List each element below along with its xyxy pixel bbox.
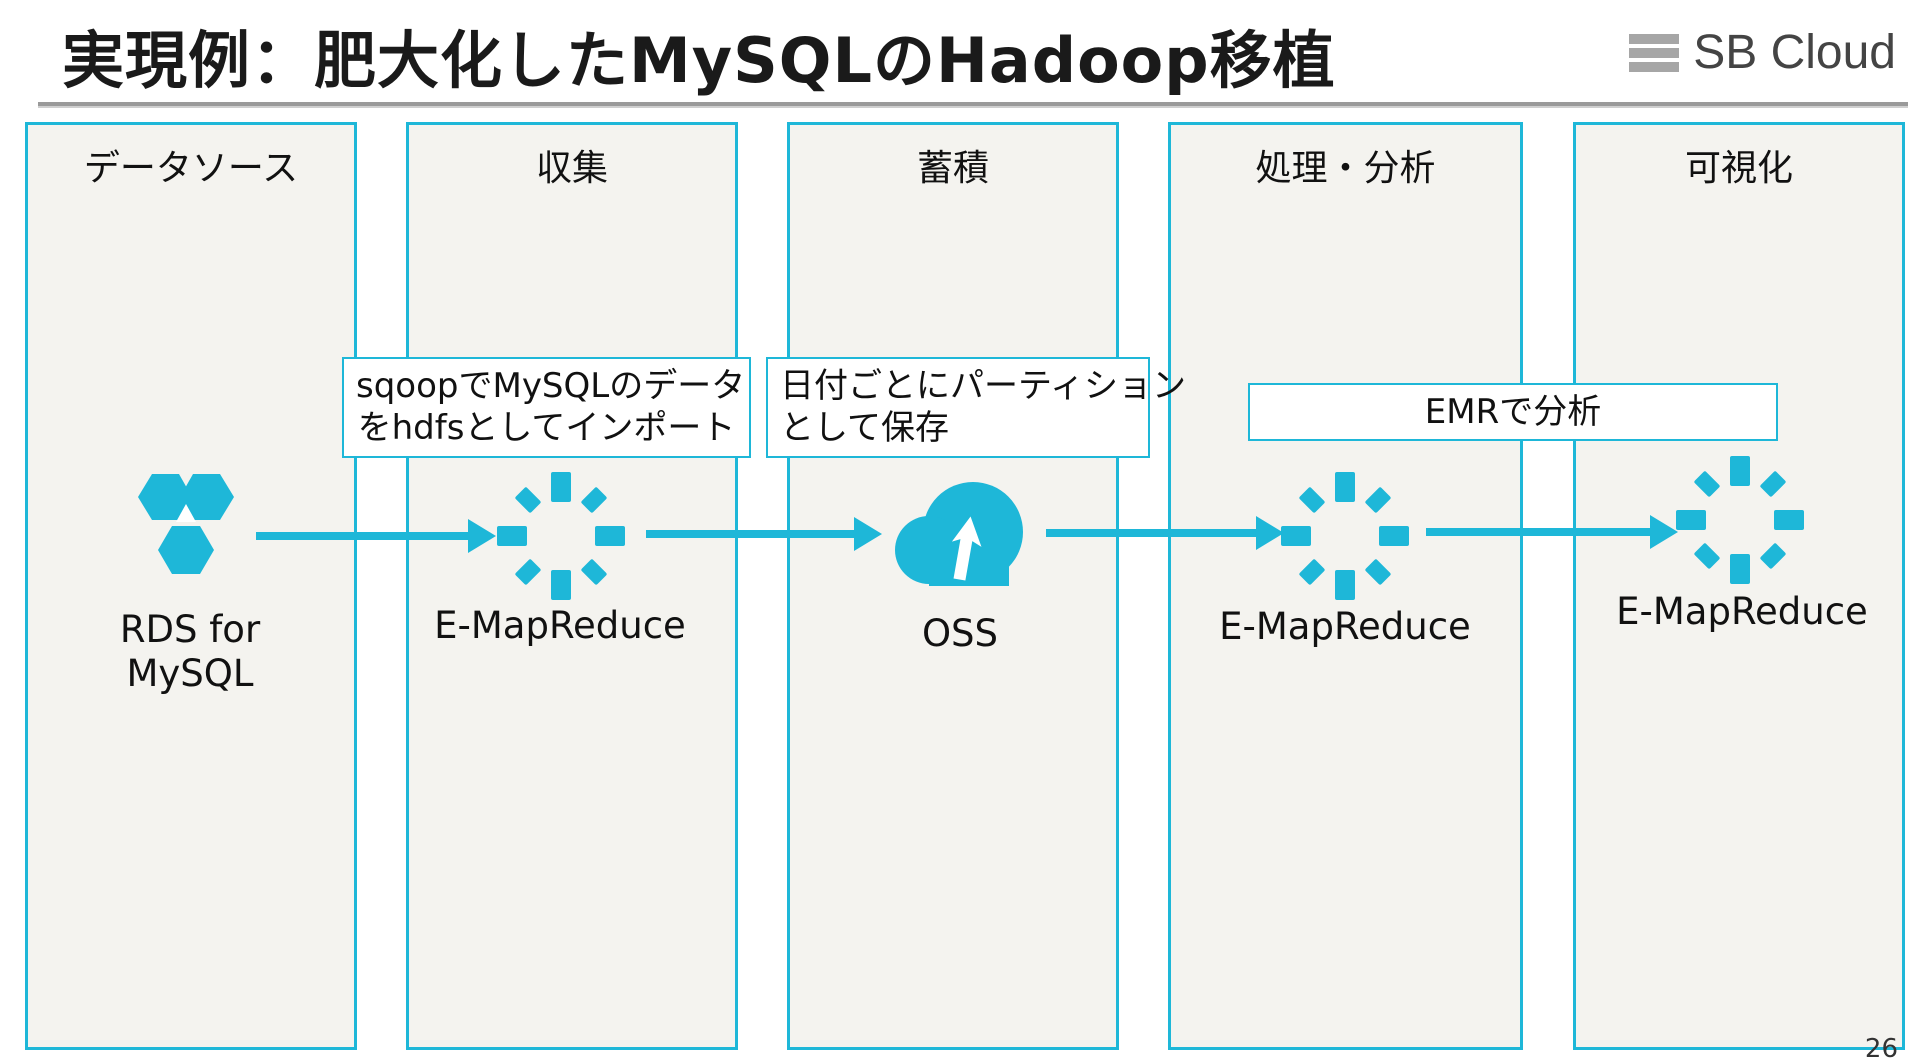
- column-heading: 収集: [535, 148, 608, 189]
- emapreduce-icon: [1281, 472, 1409, 600]
- emapreduce-icon: [497, 472, 625, 600]
- page-title: 実現例：肥大化したMySQLのHadoop移植: [62, 24, 1336, 97]
- callout-partition-store: 日付ごとにパーティション として保存: [766, 357, 1186, 458]
- flow-arrow: [1426, 515, 1678, 549]
- callout-line: EMRで分析: [1424, 392, 1602, 432]
- column-heading: データソース: [83, 148, 299, 189]
- title-divider-shadow: [38, 106, 1908, 108]
- callout-line: として保存: [780, 408, 949, 448]
- oss-label: OSS: [921, 612, 999, 655]
- emapreduce-label: E-MapReduce: [434, 604, 686, 647]
- flow-arrow: [646, 517, 882, 551]
- flow-arrow: [256, 519, 496, 553]
- emapreduce-label: E-MapReduce: [1616, 590, 1868, 633]
- logo-mark-icon: [1629, 32, 1680, 72]
- column-visualization: 可視化: [1573, 122, 1905, 1050]
- rds-icon: [138, 474, 234, 574]
- page-number: 26: [1864, 1034, 1898, 1064]
- logo-text: SB Cloud: [1693, 25, 1896, 79]
- flow-arrow: [1046, 516, 1284, 550]
- column-heading: 可視化: [1684, 148, 1793, 189]
- emapreduce-label: E-MapReduce: [1219, 605, 1471, 648]
- title-divider: [38, 102, 1908, 106]
- column-collection: 収集: [406, 122, 738, 1050]
- callout-line: 日付ごとにパーティション: [780, 366, 1186, 406]
- column-heading: 処理・分析: [1255, 148, 1436, 189]
- column-data-source: データソース: [25, 122, 357, 1050]
- rds-label: RDS for MySQL: [90, 608, 290, 696]
- rds-label-line: RDS for: [119, 608, 261, 651]
- callout-line: sqoopでMySQLのデータ: [356, 366, 746, 406]
- company-logo: SB Cloud: [1629, 22, 1896, 82]
- callout-line: をhdfsとしてインポート: [357, 408, 736, 448]
- column-heading: 蓄積: [916, 148, 989, 189]
- callout-emr-analysis: EMRで分析: [1248, 383, 1778, 441]
- oss-icon: [895, 482, 1023, 586]
- callout-sqoop-import: sqoopでMySQLのデータ をhdfsとしてインポート: [342, 357, 751, 458]
- emapreduce-icon: [1676, 456, 1804, 584]
- rds-label-line: MySQL: [126, 652, 254, 695]
